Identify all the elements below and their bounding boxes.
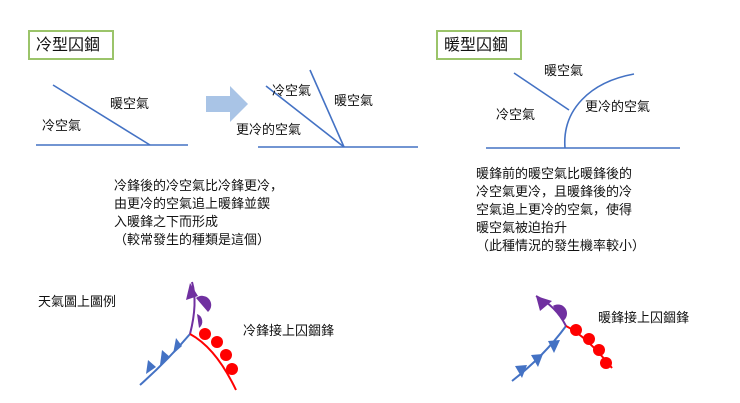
diagram2-cold-air-label: 冷空氣 bbox=[272, 84, 312, 99]
diagram1-lines bbox=[36, 84, 188, 146]
legend2-triangle-3 bbox=[548, 340, 560, 353]
legend1-red-circle-1 bbox=[199, 328, 211, 340]
legend1-red-circle-4 bbox=[226, 363, 238, 375]
legend2-red-circle-1 bbox=[570, 324, 582, 336]
description-line: 入暖鋒之下而形成 bbox=[114, 215, 219, 230]
legend2-purple-triangle bbox=[536, 296, 552, 311]
diagram2-warm-air-label: 暖空氣 bbox=[334, 94, 374, 109]
legend1-purple-triangle bbox=[186, 283, 198, 300]
warm-occlusion-description: 暖鋒前的暖空氣比暖鋒後的 冷空氣更冷，且暖鋒後的冷 空氣追上更冷的空氣，使得 暖… bbox=[476, 166, 645, 256]
diagram2-occluded-line bbox=[309, 69, 345, 148]
cold-front-legend bbox=[139, 281, 238, 391]
diagram3-warm-air-label: 暖空氣 bbox=[544, 64, 584, 79]
description-line: 由更冷的空氣追上暖鋒並鍥 bbox=[114, 197, 271, 212]
legend2-red-circle-4 bbox=[600, 357, 612, 369]
description-line: （此種情況的發生機率較小） bbox=[476, 239, 646, 254]
diagram3-colder-air-label: 更冷的空氣 bbox=[585, 100, 651, 115]
diagram1-front-line bbox=[52, 84, 151, 146]
description-line: 暖鋒前的暖空氣比暖鋒後的 bbox=[476, 167, 633, 182]
diagram3-lines bbox=[486, 72, 680, 149]
diagram3-cold-front-line bbox=[513, 72, 570, 111]
diagram2-lines bbox=[258, 69, 418, 148]
legend2-triangle-1 bbox=[515, 365, 527, 378]
description-line: 暖空氣被迫抬升 bbox=[476, 221, 568, 236]
warm-front-legend-label: 暖鋒接上囚錮鋒 bbox=[598, 311, 690, 326]
legend1-red-circle-2 bbox=[211, 336, 223, 348]
warm-occlusion-title: 暖型囚錮 bbox=[436, 30, 522, 60]
legend2-red-circle-2 bbox=[583, 333, 595, 345]
description-line: 冷空氣更冷，且暖鋒後的冷 bbox=[476, 185, 633, 200]
transition-arrow bbox=[206, 86, 248, 122]
legend1-red-circle-3 bbox=[220, 349, 232, 361]
cold-occlusion-title: 冷型囚錮 bbox=[28, 30, 114, 60]
description-line: （較常發生的種類是這個） bbox=[114, 233, 271, 248]
diagram1-warm-air-label: 暖空氣 bbox=[110, 97, 150, 112]
description-line: 冷鋒後的冷空氣比冷鋒更冷， bbox=[114, 179, 284, 194]
description-line: 空氣追上更冷的空氣，使得 bbox=[476, 203, 633, 218]
warm-front-legend bbox=[511, 295, 613, 382]
diagram1-cold-air-label: 冷空氣 bbox=[42, 119, 82, 134]
diagram2-colder-air-label: 更冷的空氣 bbox=[236, 123, 302, 138]
legend1-warm-front-line bbox=[189, 333, 237, 391]
legend1-purple-semicircle-1 bbox=[196, 295, 212, 312]
cold-occlusion-description: 冷鋒後的冷空氣比冷鋒更冷， 由更冷的空氣追上暖鋒並鍥 入暖鋒之下而形成 （較常發… bbox=[114, 178, 283, 250]
legend1-triangle-2 bbox=[160, 350, 170, 365]
legend2-red-circle-3 bbox=[593, 344, 605, 356]
legend-title: 天氣圖上圖例 bbox=[38, 295, 117, 310]
legend1-occluded-line bbox=[189, 281, 196, 335]
legend1-triangle-1 bbox=[146, 360, 156, 374]
diagram3-occluded-curve bbox=[564, 73, 635, 149]
diagram2-warm-front-line bbox=[265, 85, 345, 148]
cold-front-legend-label: 冷鋒接上囚錮鋒 bbox=[243, 324, 335, 339]
legend2-triangle-2 bbox=[531, 354, 543, 367]
legend1-purple-semicircle-2 bbox=[197, 314, 203, 328]
diagram3-cold-air-label: 冷空氣 bbox=[496, 108, 536, 123]
legend1-triangle-3 bbox=[173, 338, 182, 354]
legend2-purple-semicircle bbox=[553, 304, 568, 321]
